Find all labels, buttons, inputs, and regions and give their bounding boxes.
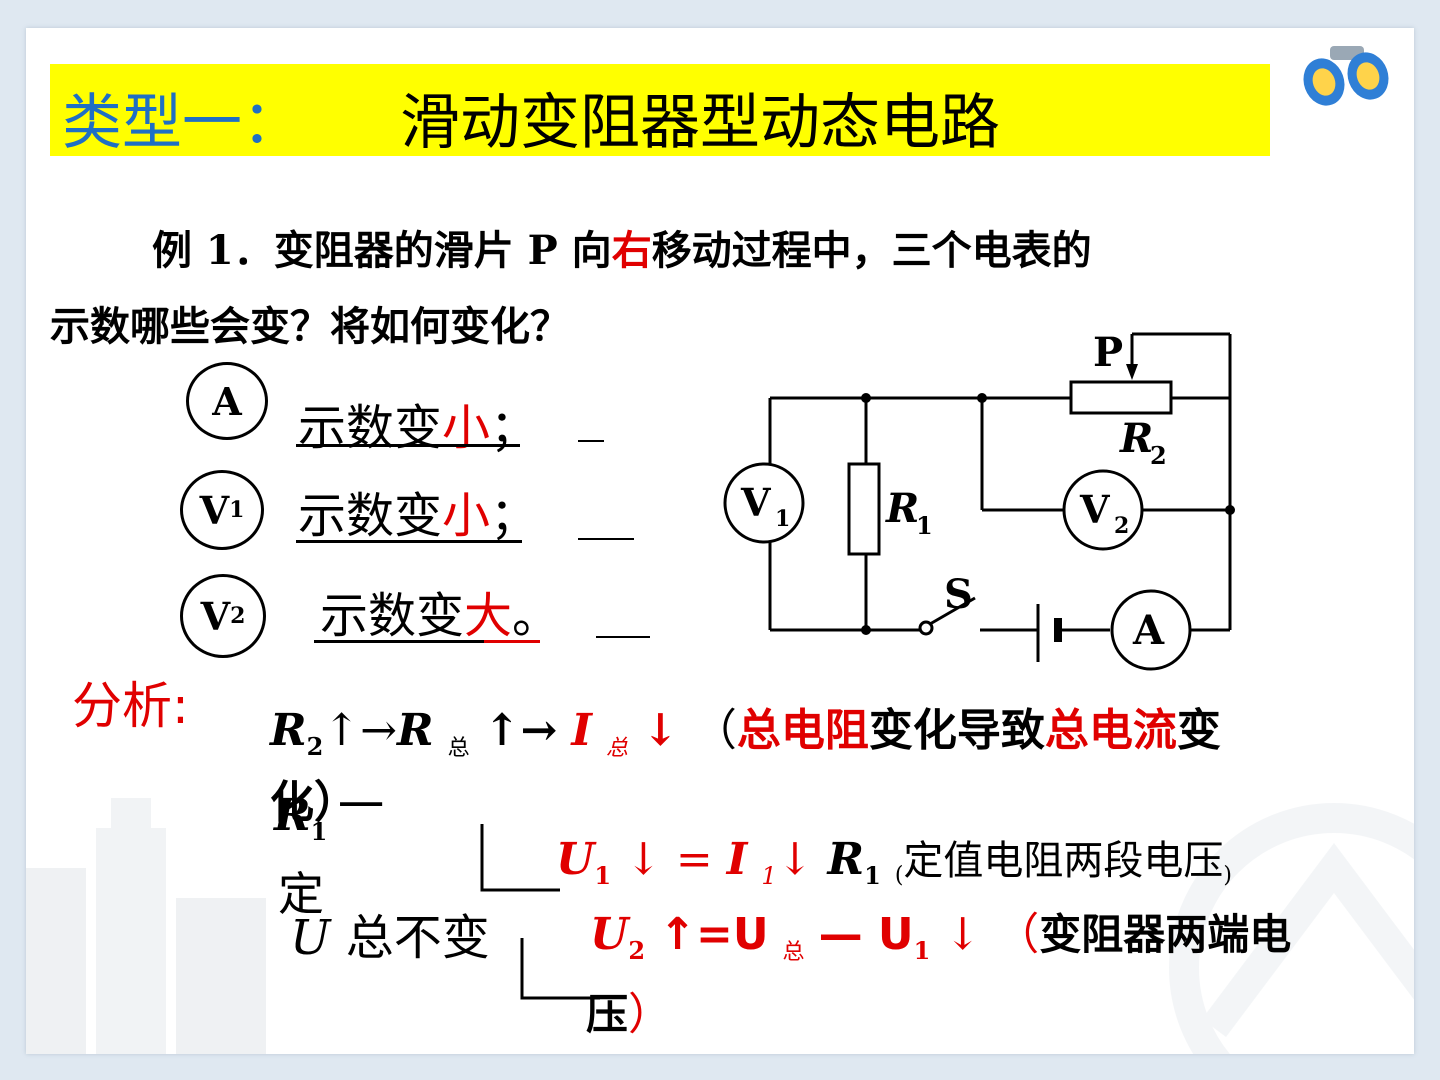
building-watermark [26, 798, 266, 1054]
switch-label: S [944, 571, 973, 618]
blank-1 [578, 440, 604, 442]
binoculars-icon [1303, 46, 1389, 106]
title-type: 类型一： [62, 88, 302, 158]
blank-3 [596, 636, 650, 638]
v1-meter-label: V [740, 480, 772, 525]
r1-label-sub: 1 [916, 511, 933, 540]
r1-constant-text-2: 定 [278, 867, 324, 921]
question-line-2: 示数哪些会变？将如何变化？ [50, 303, 570, 350]
analysis-line-1: R2↑→R 总 ↑→ I 总 ↓ （总电阻变化导致总电流变 [270, 705, 1221, 761]
ammeter-label: A [1132, 607, 1165, 654]
equation-u1: U1 ↓ = I 1↓ R1 (定值电阻两段电压) [556, 834, 1233, 890]
equation-u2-wrap: 压） [586, 989, 673, 1040]
u-total-line: U 总不变 [290, 910, 490, 966]
underline-2 [296, 540, 522, 543]
r1-label: R [885, 485, 919, 532]
slider-label: P [1093, 329, 1123, 376]
r2-label: R [1119, 415, 1153, 462]
r1-constant-text-1: 一 [338, 779, 384, 833]
equation-u2: U2 ↑=U 总 — U1 ↓ （变阻器两端电 [590, 909, 1292, 965]
r1-constant-label: R1 [274, 790, 328, 846]
question-line-1: 例 1．变阻器的滑片 P 向右移动过程中，三个电表的 [152, 227, 1092, 274]
analysis-arrows [480, 824, 600, 1000]
logo-watermark [1169, 803, 1414, 1054]
ammeter-symbol: A [186, 362, 268, 440]
answer-voltmeter-1: 示数变小； [298, 488, 539, 544]
v2-meter-sub: 2 [1114, 513, 1129, 539]
blank-2 [578, 538, 634, 540]
v1-meter-sub: 1 [775, 506, 790, 532]
analysis-label: 分析: [72, 677, 189, 735]
underline-3 [314, 640, 484, 643]
slide [26, 28, 1414, 1054]
answer-voltmeter-2: 示数变大。 [320, 588, 561, 644]
underline-1 [296, 444, 520, 447]
v2-meter-label: V [1079, 487, 1111, 532]
r2-label-sub: 2 [1150, 441, 1167, 470]
circuit-diagram: P R 2 R 1 V 1 V 2 A S [723, 329, 1235, 671]
title-bar [50, 64, 1270, 156]
underline-3-red [484, 640, 540, 643]
answer-ammeter: 示数变小； [298, 400, 539, 456]
analysis-line-1-wrap: 化） [270, 777, 358, 828]
title-name: 滑动变阻器型动态电路 [400, 88, 1000, 158]
